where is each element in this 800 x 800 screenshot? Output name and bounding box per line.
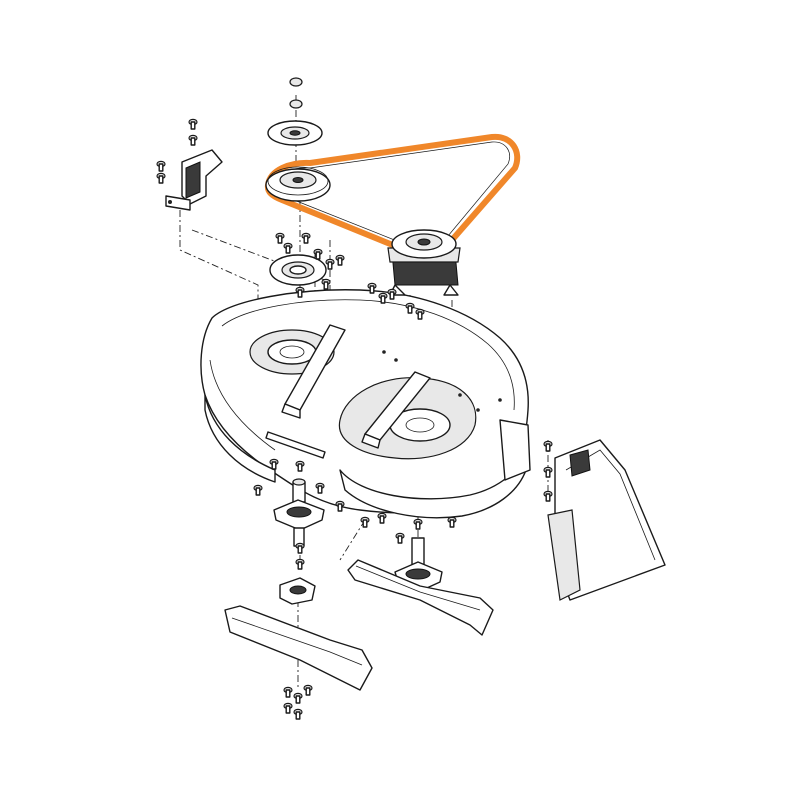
bolt: [413, 518, 423, 530]
bolt: [360, 516, 370, 528]
discharge-chute: [547, 439, 666, 601]
bolt: [447, 516, 457, 528]
bolt: [275, 232, 285, 244]
bolt: [315, 482, 325, 494]
right-blade: [347, 559, 494, 636]
bolt: [283, 702, 293, 714]
bolt: [543, 490, 553, 502]
washer: [293, 708, 303, 720]
bolt: [188, 134, 198, 146]
bolt: [313, 248, 323, 260]
top-nuts: [289, 77, 303, 109]
left-blade: [224, 605, 373, 691]
bolt: [295, 286, 305, 298]
washer: [395, 532, 405, 544]
washer: [188, 118, 198, 130]
washer: [415, 308, 425, 320]
bolt: [253, 484, 263, 496]
washer: [295, 460, 305, 472]
bolt: [269, 458, 279, 470]
bolt: [283, 686, 293, 698]
bolt: [387, 288, 397, 300]
washer: [367, 282, 377, 294]
bolt: [405, 302, 415, 314]
washer: [335, 500, 345, 512]
washer: [293, 692, 303, 704]
left-blade-adapter: [279, 577, 316, 605]
bolt: [321, 278, 331, 290]
bolt: [378, 292, 388, 304]
stiffener-brackets: [281, 324, 431, 449]
bolt: [156, 160, 166, 172]
right-pulley-assembly: [387, 229, 461, 296]
bolt: [543, 466, 553, 478]
bolt: [377, 512, 387, 524]
washer: [543, 440, 553, 452]
bolt: [303, 684, 313, 696]
hardware-fasteners: [156, 118, 553, 720]
bolt: [295, 558, 305, 570]
pulley-cap: [267, 120, 323, 146]
left-pulley: [265, 166, 331, 202]
deck-housing: [200, 289, 531, 519]
belt-guard-bracket: [165, 149, 223, 211]
bolt: [283, 242, 293, 254]
washer: [301, 232, 311, 244]
washer: [295, 542, 305, 554]
left-spindle: [273, 478, 325, 547]
idler-plate: [269, 254, 327, 286]
washer: [156, 172, 166, 184]
bolt: [325, 258, 335, 270]
washer: [335, 254, 345, 266]
